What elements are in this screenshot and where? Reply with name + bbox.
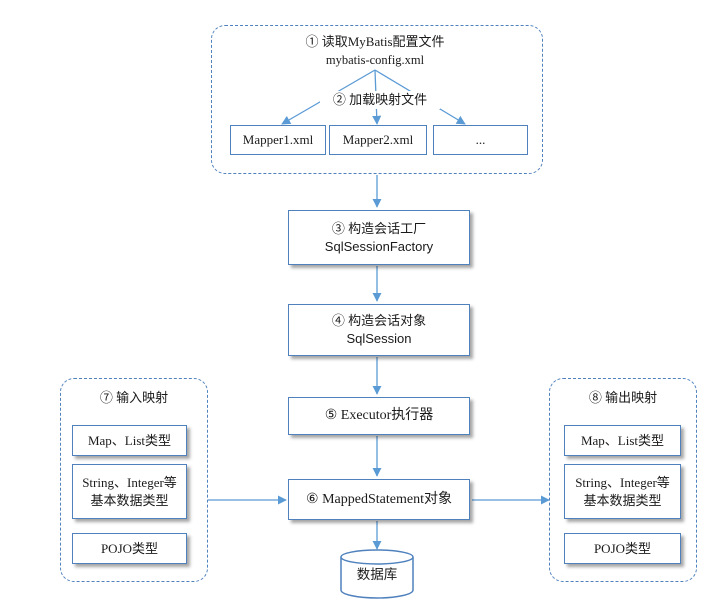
input-string-integer-label: String、Integer等 bbox=[82, 474, 177, 490]
output-mapping-title-text: 输出映射 bbox=[605, 390, 658, 405]
session-factory-title-text: 构造会话工厂 bbox=[348, 220, 427, 236]
mapped-statement-step-number: ⑥ bbox=[306, 491, 319, 507]
session-factory-class-name: SqlSessionFactory bbox=[324, 238, 434, 254]
output-mapping-group bbox=[549, 378, 697, 582]
mapped-statement-label-row: ⑥ MappedStatement对象 bbox=[306, 491, 452, 509]
config-title: ① 读取MyBatis配置文件 bbox=[250, 33, 500, 51]
mapped-statement-box: ⑥ MappedStatement对象 bbox=[288, 479, 470, 520]
mapper1-file-label: Mapper1.xml bbox=[242, 132, 314, 147]
mapper-load-step-number: ② bbox=[332, 92, 346, 107]
output-map-list-label: Map、List类型 bbox=[580, 432, 665, 448]
session-step-number: ④ bbox=[331, 313, 345, 328]
input-map-list-box: Map、List类型 bbox=[72, 425, 187, 456]
database-cylinder-icon bbox=[340, 549, 414, 599]
session-factory-title: ③ 构造会话工厂 bbox=[332, 220, 426, 238]
input-pojo-box: POJO类型 bbox=[72, 533, 187, 564]
mapper2-file-label: Mapper2.xml bbox=[342, 132, 414, 147]
input-pojo-label: POJO类型 bbox=[100, 540, 159, 556]
more-mappers-box: ... bbox=[433, 125, 528, 155]
input-basic-types-label: 基本数据类型 bbox=[90, 492, 169, 508]
mapper-load-title-text: 加载映射文件 bbox=[349, 92, 428, 107]
output-basic-types-box: String、Integer等 基本数据类型 bbox=[564, 464, 681, 519]
output-map-list-box: Map、List类型 bbox=[564, 425, 681, 456]
input-mapping-title-text: 输入映射 bbox=[116, 390, 169, 405]
session-class-name: SqlSession bbox=[346, 331, 412, 346]
output-mapping-step-number: ⑧ bbox=[588, 390, 602, 405]
mapper-load-title: ② 加载映射文件 bbox=[320, 91, 440, 109]
mapper1-file-box: Mapper1.xml bbox=[230, 125, 326, 155]
input-mapping-step-number: ⑦ bbox=[99, 390, 113, 405]
config-group bbox=[211, 25, 543, 174]
output-pojo-box: POJO类型 bbox=[564, 533, 681, 564]
executor-box: ⑤ Executor执行器 bbox=[288, 397, 470, 435]
mapped-statement-label: MappedStatement对象 bbox=[322, 491, 452, 507]
input-basic-types-box: String、Integer等 基本数据类型 bbox=[72, 464, 187, 519]
input-map-list-label: Map、List类型 bbox=[87, 432, 172, 448]
input-mapping-title: ⑦ 输入映射 bbox=[60, 389, 208, 407]
config-step-number: ① bbox=[305, 34, 319, 49]
output-mapping-title: ⑧ 输出映射 bbox=[549, 389, 697, 407]
session-factory-box: ③ 构造会话工厂 SqlSessionFactory bbox=[288, 210, 470, 265]
session-factory-step-number: ③ bbox=[331, 220, 345, 236]
session-title: ④ 构造会话对象 bbox=[332, 312, 426, 330]
output-basic-types-label: 基本数据类型 bbox=[583, 492, 662, 508]
input-mapping-group bbox=[60, 378, 208, 582]
output-string-integer-label: String、Integer等 bbox=[575, 474, 670, 490]
executor-label: Executor执行器 bbox=[340, 408, 434, 423]
output-pojo-label: POJO类型 bbox=[593, 540, 652, 556]
mapper2-file-box: Mapper2.xml bbox=[329, 125, 427, 155]
session-title-text: 构造会话对象 bbox=[348, 313, 427, 328]
config-filename: mybatis-config.xml bbox=[325, 53, 425, 67]
config-title-text: 读取MyBatis配置文件 bbox=[321, 34, 445, 49]
executor-step-number: ⑤ bbox=[324, 408, 338, 423]
session-box: ④ 构造会话对象 SqlSession bbox=[288, 304, 470, 356]
more-mappers-label: ... bbox=[475, 132, 486, 147]
database-label: 数据库 bbox=[356, 567, 398, 582]
executor-label-row: ⑤ Executor执行器 bbox=[325, 407, 434, 425]
